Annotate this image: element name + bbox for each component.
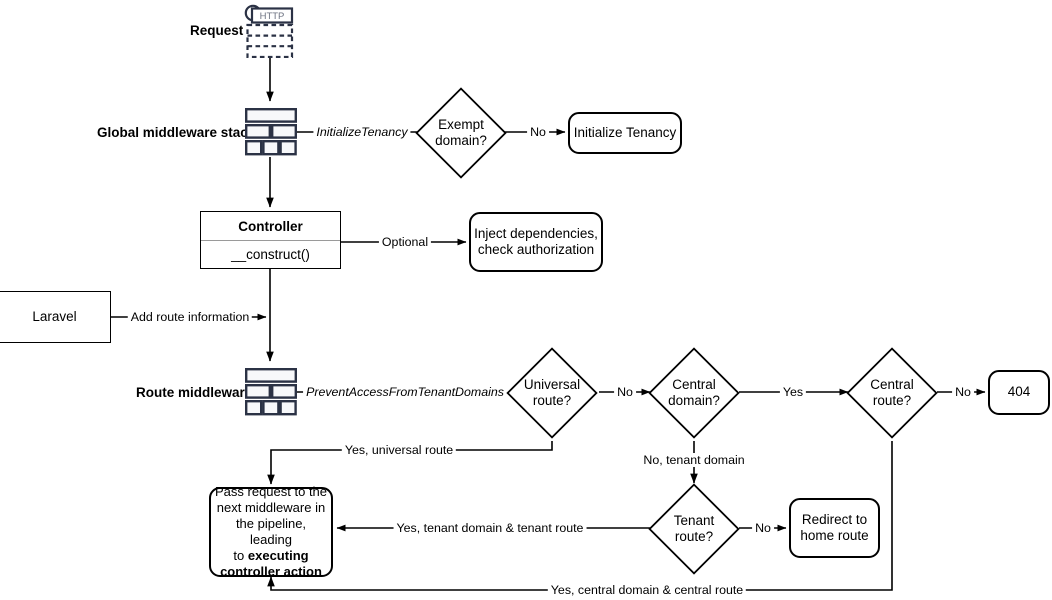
decision-tenant-route-text: Tenant route? [673,512,715,544]
request-caption: Request [190,23,244,38]
node-pass-request-line-3-text: to [233,547,248,563]
decision-universal-route-text: Universal route? [523,376,581,408]
node-pass-request-bold-end: controller action [220,563,322,579]
edge-label-central-domain-yes: Yes [779,385,807,399]
decision-central-route-text: Central route? [870,376,914,408]
node-controller[interactable]: Controller __construct() [200,211,341,269]
node-controller-method: __construct() [231,247,310,262]
decision-central-domain-label: Central domain? [648,347,740,439]
edge-label-yes-universal-route: Yes, universal route [341,443,457,457]
edge-label-yes-central-domain-central-route: Yes, central domain & central route [547,583,747,597]
edge-label-universal-route-no: No [614,385,636,399]
http-icon-label: HTTP [260,11,285,22]
node-redirect-home-route[interactable]: Redirect to home route [789,498,880,558]
node-pass-request-line-1: next middleware in [216,500,326,516]
node-controller-title: Controller [201,212,340,241]
decision-central-route-label: Central route? [846,347,938,439]
node-inject-dependencies[interactable]: Inject dependencies, check authorization [469,212,603,272]
node-laravel[interactable]: Laravel [0,291,111,343]
middleware-stack-icon [245,108,298,156]
node-inject-dependencies-label: Inject dependencies, check authorization [474,225,598,257]
route-middleware-stack-icon [245,368,298,416]
http-request-icon: HTTP [244,4,296,59]
decision-tenant-route: Tenant route? [648,483,740,575]
decision-central-domain-text: Central domain? [668,376,720,408]
edge-label-central-route-no: No [952,385,974,399]
node-laravel-label: Laravel [32,308,77,324]
decision-exempt-domain: Exempt domain? [415,87,507,179]
node-pass-request[interactable]: Pass request to the next middleware in t… [209,484,333,579]
route-middleware-caption: Route middleware [136,385,253,400]
node-initialize-tenancy-label: Initialize Tenancy [573,124,677,140]
node-pass-request-line-2: the pipeline, leading [235,516,307,547]
decision-universal-route: Universal route? [506,347,598,439]
decision-exempt-domain-label: Exempt domain? [415,87,507,179]
node-initialize-tenancy[interactable]: Initialize Tenancy [568,112,682,154]
edge-label-no-tenant-domain: No, tenant domain [640,453,748,467]
global-middleware-stack-caption: Global middleware stack [97,125,256,140]
edge-label-initialize-tenancy-middleware: InitializeTenancy [313,125,411,139]
edge-label-yes-tenant-domain-tenant-route: Yes, tenant domain & tenant route [393,521,587,535]
decision-central-domain: Central domain? [648,347,740,439]
node-pass-request-bold-start: executing [247,547,309,563]
edge-label-optional: Optional [378,235,432,249]
node-404[interactable]: 404 [988,370,1050,415]
node-redirect-home-route-label: Redirect to home route [800,511,869,543]
node-404-label: 404 [1007,384,1031,400]
decision-tenant-route-label: Tenant route? [648,483,740,575]
edge-label-add-route-information: Add route information [127,310,253,324]
edge-label-tenant-route-no: No [752,521,774,535]
edge-label-exempt-domain-no: No [527,125,549,139]
node-pass-request-line-3: to executing [233,548,308,564]
decision-central-route: Central route? [846,347,938,439]
edge-label-prevent-access-from-tenant-domains: PreventAccessFromTenantDomains [303,385,507,399]
decision-universal-route-label: Universal route? [506,347,598,439]
decision-exempt-domain-text: Exempt domain? [435,116,487,148]
node-pass-request-line-0: Pass request to the [215,484,328,500]
